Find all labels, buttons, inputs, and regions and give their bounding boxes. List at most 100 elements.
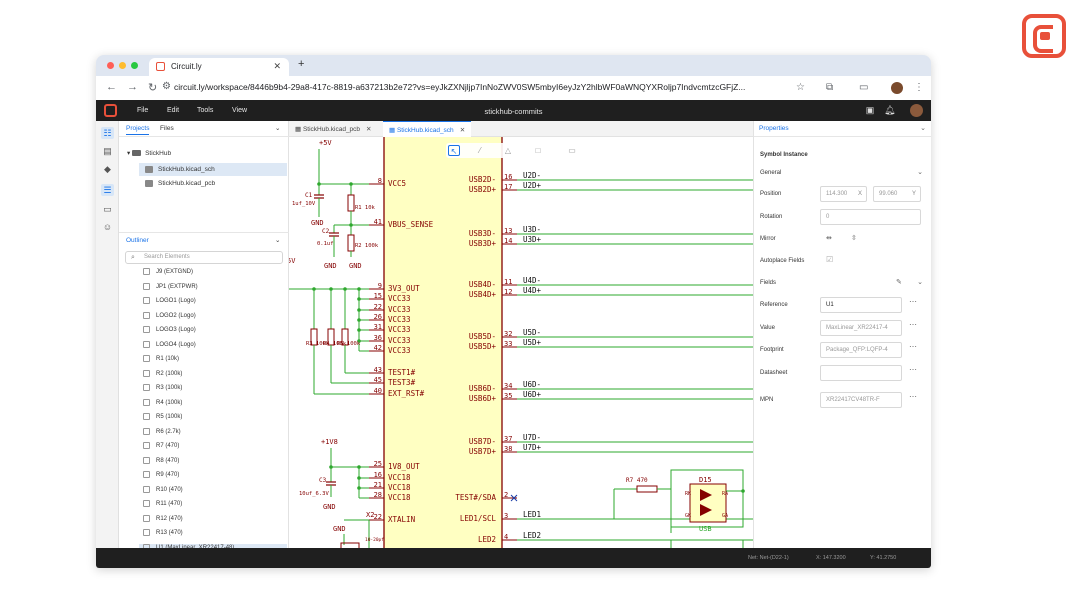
back-icon[interactable]: ← xyxy=(106,81,117,93)
general-chevron-icon[interactable]: ⌄ xyxy=(917,169,923,176)
outliner-item[interactable]: LOGO4 (Logo) xyxy=(143,340,196,348)
outliner-item[interactable]: R11 (470) xyxy=(143,500,182,507)
outliner-item[interactable]: JP1 (EXTPWR) xyxy=(143,282,198,290)
maximize-window-button[interactable] xyxy=(131,62,138,69)
cast-icon[interactable]: ▭ xyxy=(859,82,869,93)
outliner-item-label: R4 (100k) xyxy=(156,399,183,406)
outliner-item[interactable]: LOGO1 (Logo) xyxy=(143,297,196,304)
rotation-input[interactable]: 0 xyxy=(820,209,921,225)
autoplace-checkbox[interactable]: ☑ xyxy=(826,255,834,264)
url-field[interactable]: circuit.ly/workspace/8446b9b4-29a8-417c-… xyxy=(174,82,746,92)
file-pcb[interactable]: StickHub.kicad_pcb xyxy=(145,180,215,187)
mpn-input[interactable]: XR22417CV48TR-F xyxy=(820,392,902,408)
value-more-icon[interactable]: ⋯ xyxy=(909,320,917,329)
browser-menu-icon[interactable]: ⋮ xyxy=(914,82,924,93)
outliner-item[interactable]: J9 (EXTGND) xyxy=(143,268,193,275)
menu-view[interactable]: View xyxy=(232,107,248,114)
symbol-icon xyxy=(143,268,150,275)
outliner-item[interactable]: LOGO3 (Logo) xyxy=(143,326,196,333)
menu-file[interactable]: File xyxy=(137,107,149,114)
resistor-r2 xyxy=(347,234,355,252)
footprint-more-icon[interactable]: ⋯ xyxy=(909,342,917,351)
notification-bell-icon[interactable]: 🔔︎ xyxy=(884,105,896,115)
collapse-outliner-icon[interactable]: ⌄ xyxy=(275,237,281,244)
profile-avatar[interactable] xyxy=(891,82,903,94)
library-icon[interactable]: ▤ xyxy=(103,146,112,156)
assistant-icon[interactable]: ☺ xyxy=(102,222,113,232)
menu-edit[interactable]: Edit xyxy=(167,107,180,114)
collapse-panel-icon[interactable]: ⌄ xyxy=(275,125,281,132)
pin-name: TEST1# xyxy=(388,368,416,377)
gnd-label: GND xyxy=(311,219,324,227)
tab-schematic[interactable]: ▦ StickHub.kicad_sch✕ xyxy=(383,121,472,137)
mirror-horizontal-icon[interactable]: ⇹ xyxy=(826,235,832,242)
new-tab-icon[interactable]: + xyxy=(298,58,305,70)
rect-tool-icon[interactable]: □ xyxy=(535,146,541,155)
comment-tool-icon[interactable]: ▭ xyxy=(568,146,576,155)
outliner-item[interactable]: R2 (100k) xyxy=(143,369,182,377)
bookmark-star-icon[interactable]: ☆ xyxy=(796,82,805,93)
tab-projects[interactable]: Projects xyxy=(126,125,150,135)
datasheet-input[interactable] xyxy=(820,365,902,381)
power-label: +1V8 xyxy=(321,438,338,446)
menu-tools[interactable]: Tools xyxy=(197,107,214,114)
reload-icon[interactable]: ↻ xyxy=(148,82,158,94)
outliner-item[interactable]: LOGO2 (Logo) xyxy=(143,311,196,319)
mirror-vertical-icon[interactable]: ⇳ xyxy=(851,235,857,242)
collapse-properties-icon[interactable]: ⌄ xyxy=(920,125,926,132)
close-tab-icon[interactable]: ✕ xyxy=(459,127,466,134)
value-input[interactable]: MaxLinear_XR22417-4 xyxy=(820,320,902,336)
led-diode-red xyxy=(700,489,712,501)
outliner-header: Outliner ⌄ xyxy=(119,232,289,248)
tab-pcb[interactable]: ▦ StickHub.kicad_pcb✕ xyxy=(289,121,378,137)
feedback-icon[interactable]: ▣ xyxy=(865,105,875,115)
site-info-icon[interactable]: ⚙ xyxy=(162,81,171,92)
reference-more-icon[interactable]: ⋯ xyxy=(909,297,917,306)
outliner-item[interactable]: R9 (470) xyxy=(143,471,179,478)
comments-icon[interactable]: ▭ xyxy=(103,204,112,214)
tab-files[interactable]: Files xyxy=(160,125,174,132)
close-tab-icon[interactable]: ✕ xyxy=(366,126,372,133)
browser-tab[interactable]: Circuit.ly ✕ xyxy=(149,58,289,76)
properties-icon[interactable]: ☰ xyxy=(101,184,114,196)
wire-tool-icon[interactable]: ⁄ xyxy=(479,146,481,155)
app-logo-icon[interactable] xyxy=(104,104,117,117)
datasheet-more-icon[interactable]: ⋯ xyxy=(909,365,917,374)
project-folder[interactable]: ▾ StickHub xyxy=(127,149,171,157)
file-schematic[interactable]: StickHub.kicad_sch xyxy=(145,166,215,173)
outliner-item[interactable]: R6 (2.7k) xyxy=(143,427,181,435)
close-tab-icon[interactable]: ✕ xyxy=(273,61,281,71)
outliner-item[interactable]: R1 (10k) xyxy=(143,355,179,362)
outliner-item[interactable]: R4 (100k) xyxy=(143,398,183,406)
outliner-item[interactable]: R12 (470) xyxy=(143,514,183,522)
extensions-icon[interactable]: ⧉ xyxy=(826,82,834,93)
outliner-item[interactable]: R3 (100k) xyxy=(143,384,182,391)
close-window-button[interactable] xyxy=(107,62,114,69)
fields-chevron-icon[interactable]: ⌄ xyxy=(917,279,923,286)
diff-icon[interactable]: ◆ xyxy=(104,164,111,174)
general-section[interactable]: General xyxy=(760,170,782,176)
search-input[interactable]: ⌕ Search Elements xyxy=(125,251,283,264)
resistor-r1 xyxy=(347,194,355,212)
user-avatar[interactable] xyxy=(910,104,923,117)
minimize-window-button[interactable] xyxy=(119,62,126,69)
select-tool-icon[interactable]: ↖ xyxy=(448,145,460,156)
outliner-item[interactable]: R5 (100k) xyxy=(143,413,182,420)
reference-input[interactable]: U1 xyxy=(820,297,902,313)
forward-icon[interactable]: → xyxy=(127,81,138,93)
label-tool-icon[interactable]: △ xyxy=(504,146,512,155)
outliner-item[interactable]: R13 (470) xyxy=(143,529,183,536)
mpn-more-icon[interactable]: ⋯ xyxy=(909,392,917,401)
outliner-item[interactable]: R10 (470) xyxy=(143,485,183,493)
hierarchy-icon[interactable]: ☷ xyxy=(101,127,114,139)
outliner-item[interactable]: R8 (470) xyxy=(143,456,179,464)
fields-label[interactable]: Fields xyxy=(760,280,777,286)
junction-dot xyxy=(357,297,361,301)
edit-fields-icon[interactable]: ✎ xyxy=(896,279,902,286)
footprint-input[interactable]: Package_QFP:LQFP-4 xyxy=(820,342,902,358)
outliner-item[interactable]: R7 (470) xyxy=(143,442,179,449)
